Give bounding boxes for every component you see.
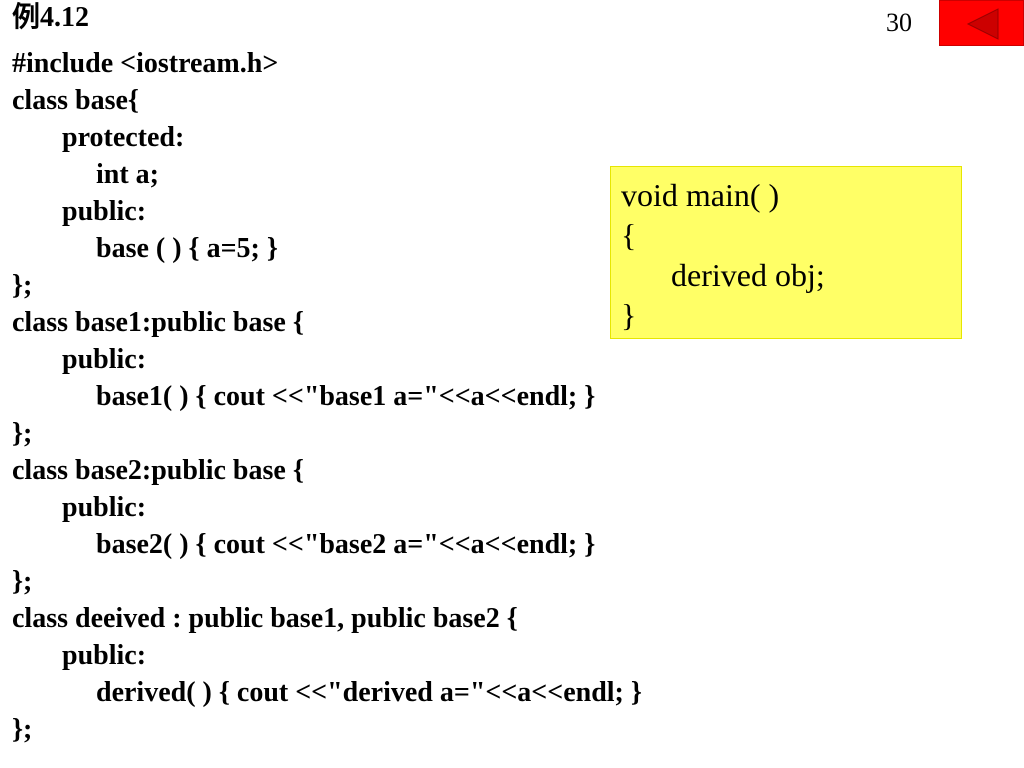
- main-function-box: void main( ) { derived obj; }: [610, 166, 962, 339]
- code-line: derived( ) { cout <<"derived a="<<a<<end…: [96, 677, 642, 708]
- code-line: class base2:public base {: [12, 455, 304, 486]
- code-line: class base1:public base {: [12, 307, 304, 338]
- code-line: base2( ) { cout <<"base2 a="<<a<<endl; }: [96, 529, 596, 560]
- code-line: class base{: [12, 85, 139, 116]
- main-code-line: {: [621, 217, 637, 253]
- code-line: };: [12, 270, 33, 301]
- slide-title: 例4.12: [12, 2, 90, 33]
- code-line: public:: [62, 492, 147, 523]
- code-line: public:: [62, 640, 147, 671]
- code-line: protected:: [62, 122, 185, 153]
- code-line: base1( ) { cout <<"base1 a="<<a<<endl; }: [96, 381, 596, 412]
- code-line: };: [12, 566, 33, 597]
- code-line: };: [12, 714, 33, 745]
- triangle-left-icon: [966, 8, 999, 40]
- code-line: class deeived : public base1, public bas…: [12, 603, 518, 634]
- code-listing: #include <iostream.h> class base{ protec…: [12, 45, 642, 748]
- code-line: #include <iostream.h>: [12, 48, 279, 79]
- main-code-line: derived obj;: [671, 257, 825, 293]
- back-button[interactable]: [939, 0, 1024, 46]
- main-code-line: void main( ): [621, 177, 780, 213]
- code-line: base ( ) { a=5; }: [96, 233, 278, 264]
- code-line: public:: [62, 344, 147, 375]
- code-line: public:: [62, 196, 147, 227]
- code-line: int a;: [96, 159, 159, 190]
- code-line: };: [12, 418, 33, 449]
- page-number: 30: [886, 8, 912, 37]
- main-code-line: }: [621, 297, 637, 333]
